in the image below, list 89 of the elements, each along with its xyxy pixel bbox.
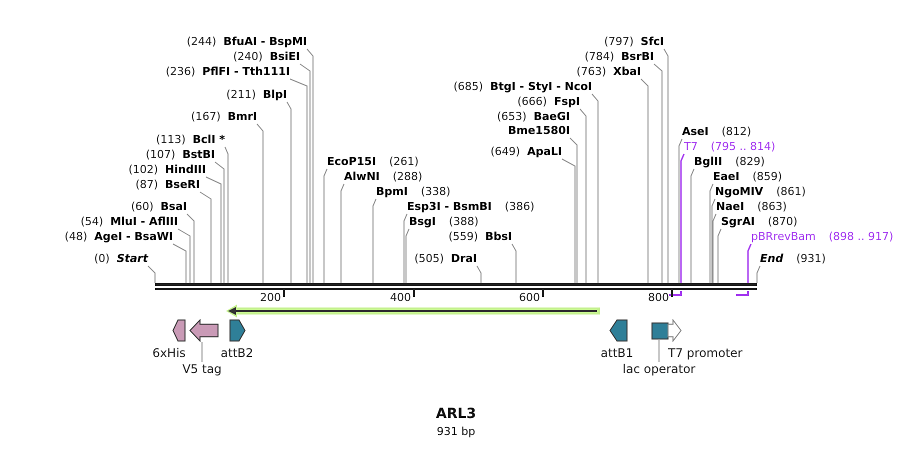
enzyme-site-label: BglII (829) — [694, 155, 765, 169]
leader-line — [562, 158, 576, 284]
feature-label: 6xHis — [152, 346, 186, 360]
leader-line — [214, 162, 224, 284]
scale-label: 600 — [519, 291, 540, 304]
enzyme-site-label: (763) XbaI — [576, 65, 641, 79]
enzyme-site-label: SgrAI (870) — [721, 215, 798, 229]
leader-line — [664, 48, 668, 284]
leader-line — [286, 102, 292, 284]
sequence-end-label: End (931) — [760, 252, 826, 266]
enzyme-site-label: (559) BbsI — [448, 230, 512, 244]
enzyme-site-label: (240) BsiEI — [233, 50, 300, 64]
enzyme-site-label: (167) BmrI — [191, 110, 257, 124]
leader-line — [712, 214, 716, 284]
leader-line — [224, 146, 228, 284]
enzyme-site-label: AlwNI (288) — [344, 170, 422, 184]
sequence-end-label: (0) Start — [94, 252, 148, 266]
enzyme-site-label: (797) SfcI — [604, 35, 664, 49]
leader-line — [712, 198, 716, 284]
leader-line — [680, 154, 685, 283]
enzyme-site-label: BpmI (338) — [376, 185, 450, 199]
leader-line — [340, 184, 344, 284]
enzyme-site-label: (784) BsrBI — [584, 50, 654, 64]
enzyme-site-label: (244) BfuAI - BspMI — [186, 35, 307, 49]
leader-line — [172, 244, 186, 284]
enzyme-site-label: (653) BaeGI Bme1580I — [497, 110, 570, 138]
leader-line — [640, 78, 648, 284]
enzyme-site-label: (113) BclI * — [156, 133, 225, 147]
enzyme-site-label: (87) BseRI — [135, 178, 200, 192]
leader-line — [300, 64, 310, 284]
enzyme-site-label: (60) BsaI — [130, 200, 187, 214]
leader-line — [206, 176, 222, 284]
sequence-feature — [189, 319, 219, 342]
feature-label: lac operator — [622, 362, 696, 376]
feature-label: V5 tag — [182, 362, 222, 376]
leader-line — [186, 214, 194, 284]
enzyme-site-label: (211) BlpI — [226, 88, 287, 102]
sequence-backbone — [155, 283, 757, 290]
leader-line — [592, 94, 598, 284]
leader-line — [718, 228, 722, 284]
feature-label: T7 promoter — [668, 346, 742, 360]
enzyme-site-label: BsgI (388) — [409, 215, 478, 229]
enzyme-site-label: (666) FspI — [517, 95, 580, 109]
enzyme-site-label: (48) AgeI - BsaWI — [64, 230, 173, 244]
orf-feature — [226, 304, 600, 318]
enzyme-site-label: NaeI (863) — [716, 200, 787, 214]
leader-line — [324, 168, 328, 284]
map-title: ARL3 — [436, 406, 476, 423]
enzyme-site-label: (505) DraI — [414, 252, 477, 266]
leader-line — [690, 168, 694, 284]
enzyme-site-label: Esp3I - BsmBI (386) — [407, 200, 534, 214]
leader-line — [404, 214, 408, 284]
enzyme-site-label: EcoP15I (261) — [327, 155, 419, 169]
leader-line — [148, 266, 156, 284]
leader-line — [200, 192, 212, 284]
sequence-length: 931 bp — [436, 425, 476, 438]
leader-line — [747, 244, 752, 283]
enzyme-site-label: (685) BtgI - StyI - NcoI — [454, 80, 592, 94]
leader-line — [372, 198, 376, 284]
feature-label: attB1 — [600, 346, 634, 360]
leader-line — [290, 78, 308, 284]
scale-label: 400 — [390, 291, 411, 304]
leader-line — [654, 64, 662, 284]
leader-line — [476, 266, 482, 284]
leader-line — [256, 124, 264, 284]
scale-label: 800 — [648, 291, 669, 304]
enzyme-site-label: NgoMIV (861) — [715, 185, 806, 199]
leader-line — [678, 138, 682, 284]
leader-line — [570, 138, 578, 284]
enzyme-site-label: AseI (812) — [682, 125, 752, 139]
leader-line — [178, 228, 190, 284]
feature-block — [651, 322, 669, 340]
scale-label: 200 — [260, 291, 281, 304]
primer-label: T7 (795 .. 814) — [684, 140, 776, 154]
enzyme-site-label: (102) HindIII — [128, 163, 206, 177]
primer-label: pBRrevBam (898 .. 917) — [751, 230, 894, 244]
leader-line — [756, 266, 760, 284]
enzyme-site-label: (236) PflFI - Tth111I — [166, 65, 290, 79]
enzyme-site-label: EaeI (859) — [713, 170, 782, 184]
leader-line — [710, 184, 714, 284]
feature-label: attB2 — [220, 346, 254, 360]
leader-line — [580, 108, 586, 284]
enzyme-site-label: (54) MluI - AflIII — [80, 215, 178, 229]
leader-line — [658, 340, 660, 362]
enzyme-site-label: (107) BstBI — [146, 148, 215, 162]
leader-line — [512, 244, 516, 284]
enzyme-site-label: (649) ApaLI — [490, 145, 562, 159]
leader-line — [406, 228, 410, 284]
leader-line — [306, 48, 314, 284]
